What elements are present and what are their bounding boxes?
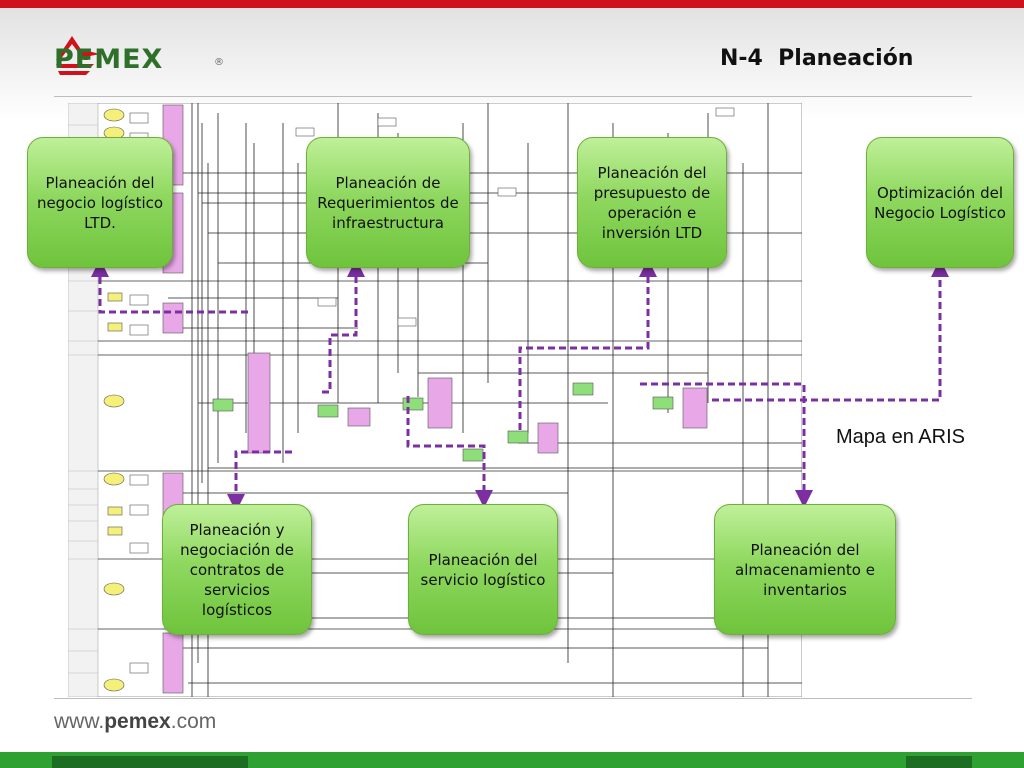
header-divider [54, 96, 972, 97]
box-optimizacion-negocio: Optimización del Negocio Logístico [866, 137, 1014, 268]
pemex-logo [56, 36, 100, 75]
box-planeacion-servicio-logistico: Planeación del servicio logístico [408, 504, 558, 635]
footer-divider [54, 698, 972, 699]
bottom-bar-segment-left [52, 756, 248, 768]
brand-name: PEMEX [54, 44, 164, 75]
page-title: N-4 Planeación [720, 46, 914, 71]
header-background [0, 8, 1024, 120]
top-red-bar [0, 0, 1024, 8]
bottom-green-bar [0, 752, 1024, 768]
footer-url-brand: pemex [104, 710, 171, 733]
aris-caption: Mapa en ARIS [836, 426, 965, 448]
box-planeacion-negocio-logistico: Planeación del negocio logístico LTD. [27, 137, 173, 268]
bottom-bar-segment-right [906, 756, 972, 768]
footer-url-prefix: www. [54, 710, 105, 733]
eagle-emblem-icon [56, 36, 100, 75]
footer-website[interactable]: www.pemex.com [54, 710, 216, 734]
box-planeacion-requerimientos-infraestructura: Planeación de Requerimientos de infraest… [306, 137, 470, 268]
footer-url-suffix: .com [170, 710, 217, 733]
box-planeacion-presupuesto: Planeación del presupuesto de operación … [577, 137, 727, 268]
registered-mark: ® [214, 57, 224, 68]
box-planeacion-almacenamiento: Planeación del almacenamiento e inventar… [714, 504, 896, 635]
box-planeacion-contratos: Planeación y negociación de contratos de… [162, 504, 312, 635]
